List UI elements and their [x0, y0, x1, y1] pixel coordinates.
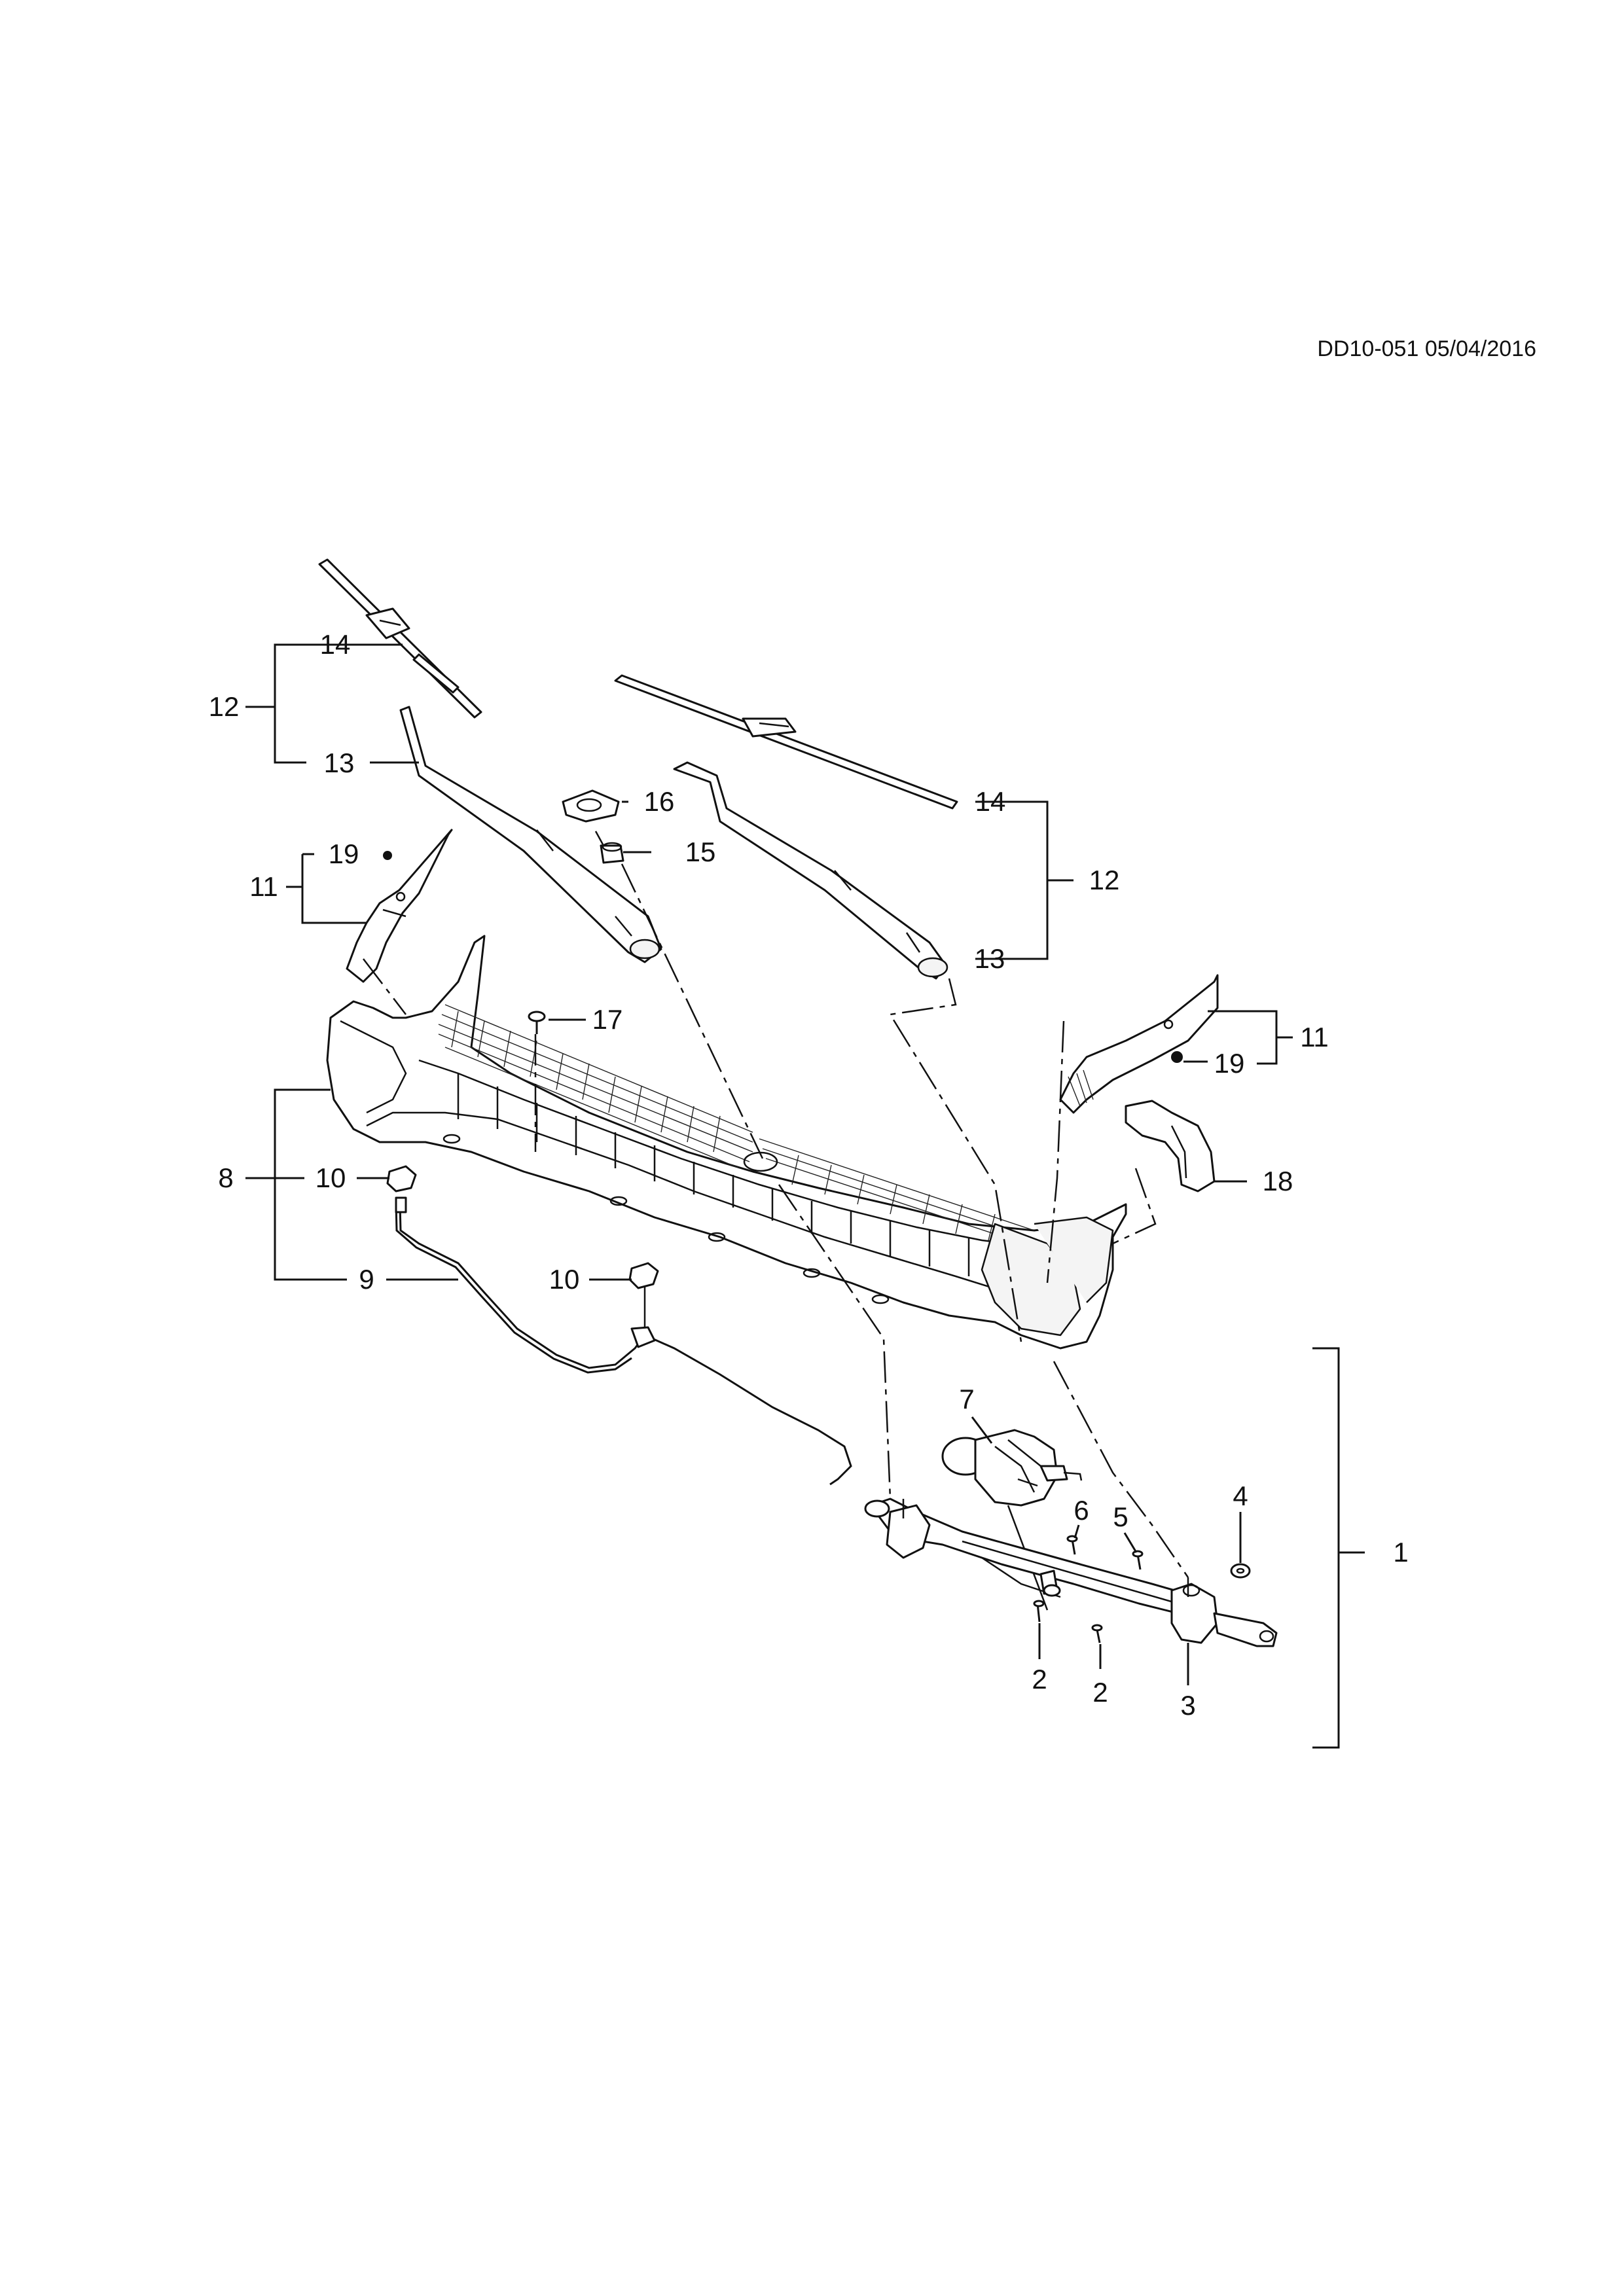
- callout-14-left: 14: [320, 629, 351, 660]
- alignment-lines: [363, 831, 1189, 1578]
- doc-code: DD10-051: [1317, 336, 1418, 361]
- washer-nozzle-right: [628, 1262, 659, 1327]
- screw-5: [1132, 1550, 1144, 1570]
- clip-right: [1171, 1051, 1183, 1063]
- washer-nozzle-left: [386, 1165, 417, 1193]
- doc-date: 05/04/2016: [1425, 336, 1536, 361]
- bolt-2a: [1033, 1600, 1045, 1623]
- callout-12-right: 12: [1089, 865, 1120, 895]
- callout-10-right: 10: [549, 1264, 580, 1295]
- callout-15: 15: [685, 836, 716, 867]
- callout-2-right: 2: [1092, 1677, 1108, 1708]
- screw-6: [1066, 1535, 1078, 1555]
- callout-9: 9: [359, 1264, 374, 1295]
- left-cowl-side-seal: [346, 829, 453, 983]
- bolt-2b: [1091, 1624, 1103, 1643]
- header-reference: DD10-051 05/04/2016: [1317, 336, 1536, 361]
- pivot-cap: [562, 789, 620, 823]
- callout-10-left: 10: [316, 1162, 346, 1193]
- wiper-motor: [941, 1429, 1083, 1611]
- callout-13-right: 13: [975, 943, 1005, 974]
- callout-19-left: 19: [329, 838, 359, 869]
- callout-14-right: 14: [975, 786, 1006, 817]
- right-end-bracket: [1125, 1100, 1216, 1193]
- callout-6: 6: [1074, 1495, 1089, 1526]
- callout-19-right: 19: [1214, 1048, 1245, 1079]
- callout-4: 4: [1233, 1480, 1248, 1511]
- callout-11-left: 11: [249, 871, 278, 902]
- pivot-nut: [600, 842, 624, 864]
- cowl-screw: [528, 1011, 546, 1034]
- wiper-linkage: [864, 1498, 1278, 1647]
- callout-13-left: 13: [324, 747, 355, 778]
- callout-1: 1: [1393, 1537, 1408, 1568]
- right-wiper-arm: [673, 761, 948, 980]
- left-wiper-blade: [318, 558, 482, 719]
- left-wiper-arm: [399, 706, 662, 963]
- leader-lines: [245, 643, 1365, 1749]
- callout-8: 8: [218, 1162, 233, 1193]
- callout-18: 18: [1263, 1166, 1293, 1196]
- right-cowl-side-seal: [1059, 974, 1219, 1114]
- callout-11-right: 11: [1300, 1022, 1329, 1052]
- right-wiper-blade: [614, 674, 958, 810]
- clip-left: [383, 851, 392, 860]
- cowl-panel: [326, 935, 1127, 1350]
- callout-17: 17: [592, 1004, 623, 1035]
- callout-7: 7: [959, 1384, 974, 1414]
- washer-4: [1230, 1563, 1251, 1579]
- callout-16: 16: [644, 786, 675, 817]
- callout-2-left: 2: [1032, 1664, 1047, 1695]
- callout-12-left: 12: [209, 691, 240, 722]
- callout-5: 5: [1113, 1501, 1128, 1532]
- callout-3: 3: [1180, 1690, 1195, 1721]
- callout-labels: 14 12 13 16 15 19 11 14 12 13 17 11 19 1…: [209, 629, 1409, 1721]
- washer-hose: [395, 1196, 852, 1486]
